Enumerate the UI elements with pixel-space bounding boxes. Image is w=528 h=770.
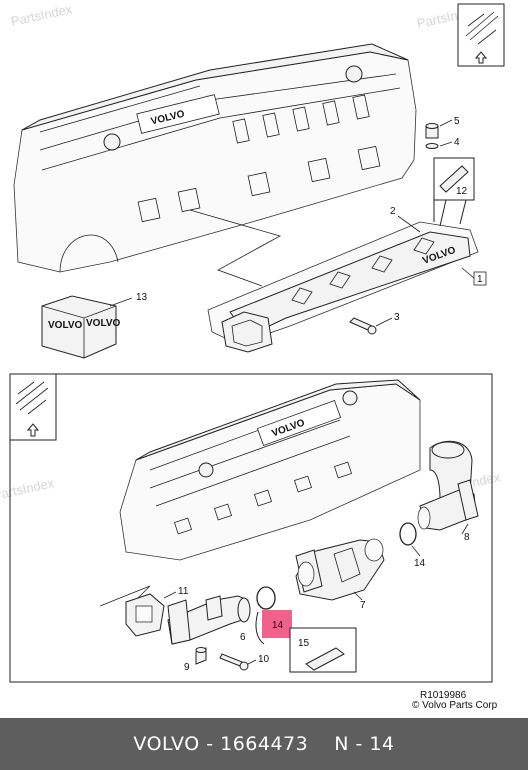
compound-box-13: VOLVO VOLVO bbox=[41, 295, 120, 359]
box-logo-left: VOLVO bbox=[48, 320, 82, 331]
highlight-callout-14 bbox=[262, 610, 292, 638]
housing-7 bbox=[295, 538, 385, 601]
callout-2[interactable]: 2 bbox=[390, 206, 396, 217]
footer-part-label: VOLVO - 1664473 bbox=[133, 733, 309, 755]
engine-head-lower: VOLVO bbox=[119, 379, 473, 561]
washer-4 bbox=[425, 143, 439, 149]
watermark-middle-left: PartsIndex bbox=[0, 475, 56, 503]
callout-4[interactable]: 4 bbox=[454, 137, 460, 148]
nav-thumbnail-icon-lower[interactable] bbox=[9, 373, 57, 441]
callout-7[interactable]: 7 bbox=[360, 600, 366, 611]
reference-number: R1019986 bbox=[420, 690, 467, 701]
gasket-11 bbox=[125, 593, 165, 637]
callout-14-right[interactable]: 14 bbox=[414, 558, 426, 569]
sealant-box-12 bbox=[433, 157, 475, 227]
callout-13[interactable]: 13 bbox=[136, 292, 148, 303]
o-ring-14-right bbox=[399, 522, 417, 546]
callout-6[interactable]: 6 bbox=[240, 632, 246, 643]
callout-1[interactable]: 1 bbox=[477, 274, 483, 285]
callout-9[interactable]: 9 bbox=[184, 662, 190, 673]
leader-head-gasket bbox=[189, 209, 282, 287]
watermark-top-left: PartsIndex bbox=[10, 1, 74, 29]
stud-9 bbox=[195, 647, 207, 665]
lower-view-frame bbox=[9, 373, 493, 683]
callout-10[interactable]: 10 bbox=[258, 654, 270, 665]
leader-lower bbox=[99, 585, 151, 607]
callout-3[interactable]: 3 bbox=[394, 312, 400, 323]
callout-15[interactable]: 15 bbox=[298, 638, 310, 649]
footer-position: N - 14 bbox=[334, 733, 395, 755]
exhaust-manifold-upper: VOLVO bbox=[207, 221, 479, 353]
footer-part-number: 1664473 bbox=[220, 733, 309, 755]
callout-11[interactable]: 11 bbox=[178, 586, 189, 597]
footer-bar: VOLVO - 1664473 N - 14 bbox=[0, 718, 528, 770]
nav-thumbnail-icon-upper[interactable] bbox=[457, 3, 505, 67]
callout-8[interactable]: 8 bbox=[464, 532, 470, 543]
o-ring-14-left bbox=[256, 586, 276, 610]
callout-12[interactable]: 12 bbox=[456, 186, 468, 197]
callout-5[interactable]: 5 bbox=[454, 116, 460, 127]
box-logo-right: VOLVO bbox=[86, 318, 120, 329]
copyright-text: © Volvo Parts Corp bbox=[412, 700, 498, 711]
parts-diagram: PartsIndex PartsIndex PartsIndex PartsIn… bbox=[0, 1, 505, 711]
callout-1-box bbox=[473, 271, 487, 286]
elbow-8 bbox=[417, 479, 479, 531]
footer-brand: VOLVO bbox=[133, 733, 200, 755]
engine-head-upper: VOLVO bbox=[13, 43, 417, 273]
callout-14-highlighted[interactable]: 14 bbox=[272, 620, 284, 631]
bolt-3 bbox=[349, 317, 393, 335]
sealant-box-15 bbox=[289, 627, 357, 673]
plug-5 bbox=[425, 123, 439, 139]
pipe-6 bbox=[167, 595, 251, 645]
bolt-10 bbox=[219, 653, 257, 671]
